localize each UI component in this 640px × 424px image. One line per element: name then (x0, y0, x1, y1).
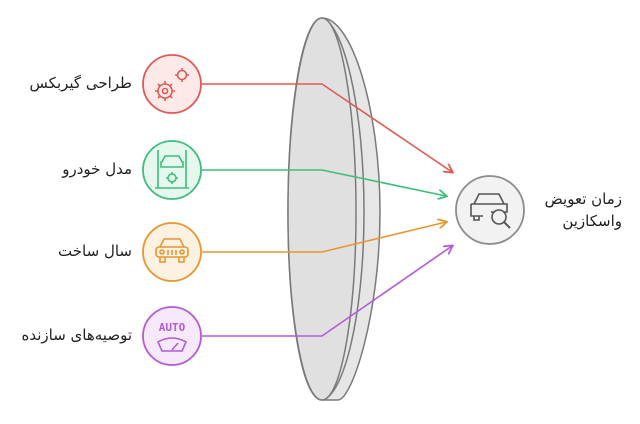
connector-car-model (202, 169, 446, 196)
car-search-icon (470, 193, 511, 229)
label-car-model: مدل خودرو (62, 160, 132, 178)
output-label-line1: زمان تعویض (544, 190, 622, 208)
auto-wiper-icon (156, 337, 188, 352)
output-label: زمان تعویض واسکازین (545, 188, 622, 232)
gears-icon (155, 68, 189, 101)
label-gearbox: طراحی گیربکس (29, 74, 132, 92)
auto-label: AUTO (159, 321, 186, 334)
vintage-car-icon (155, 238, 189, 263)
input-node-recommendations: AUTO (142, 306, 202, 366)
input-node-year (142, 222, 202, 282)
lens (287, 17, 381, 401)
connector-year (202, 222, 446, 253)
connectors (202, 83, 452, 337)
output-node (455, 175, 525, 245)
car-lift-icon (155, 150, 189, 189)
connector-recommendations (202, 246, 452, 337)
input-node-car-model (142, 140, 202, 200)
output-label-line2: واسکازین (562, 212, 622, 230)
label-year: سال ساخت (58, 242, 132, 260)
connector-gearbox (202, 83, 452, 172)
label-recommendations: توصیه‌های سازنده (21, 326, 132, 344)
input-node-gearbox (142, 54, 202, 114)
